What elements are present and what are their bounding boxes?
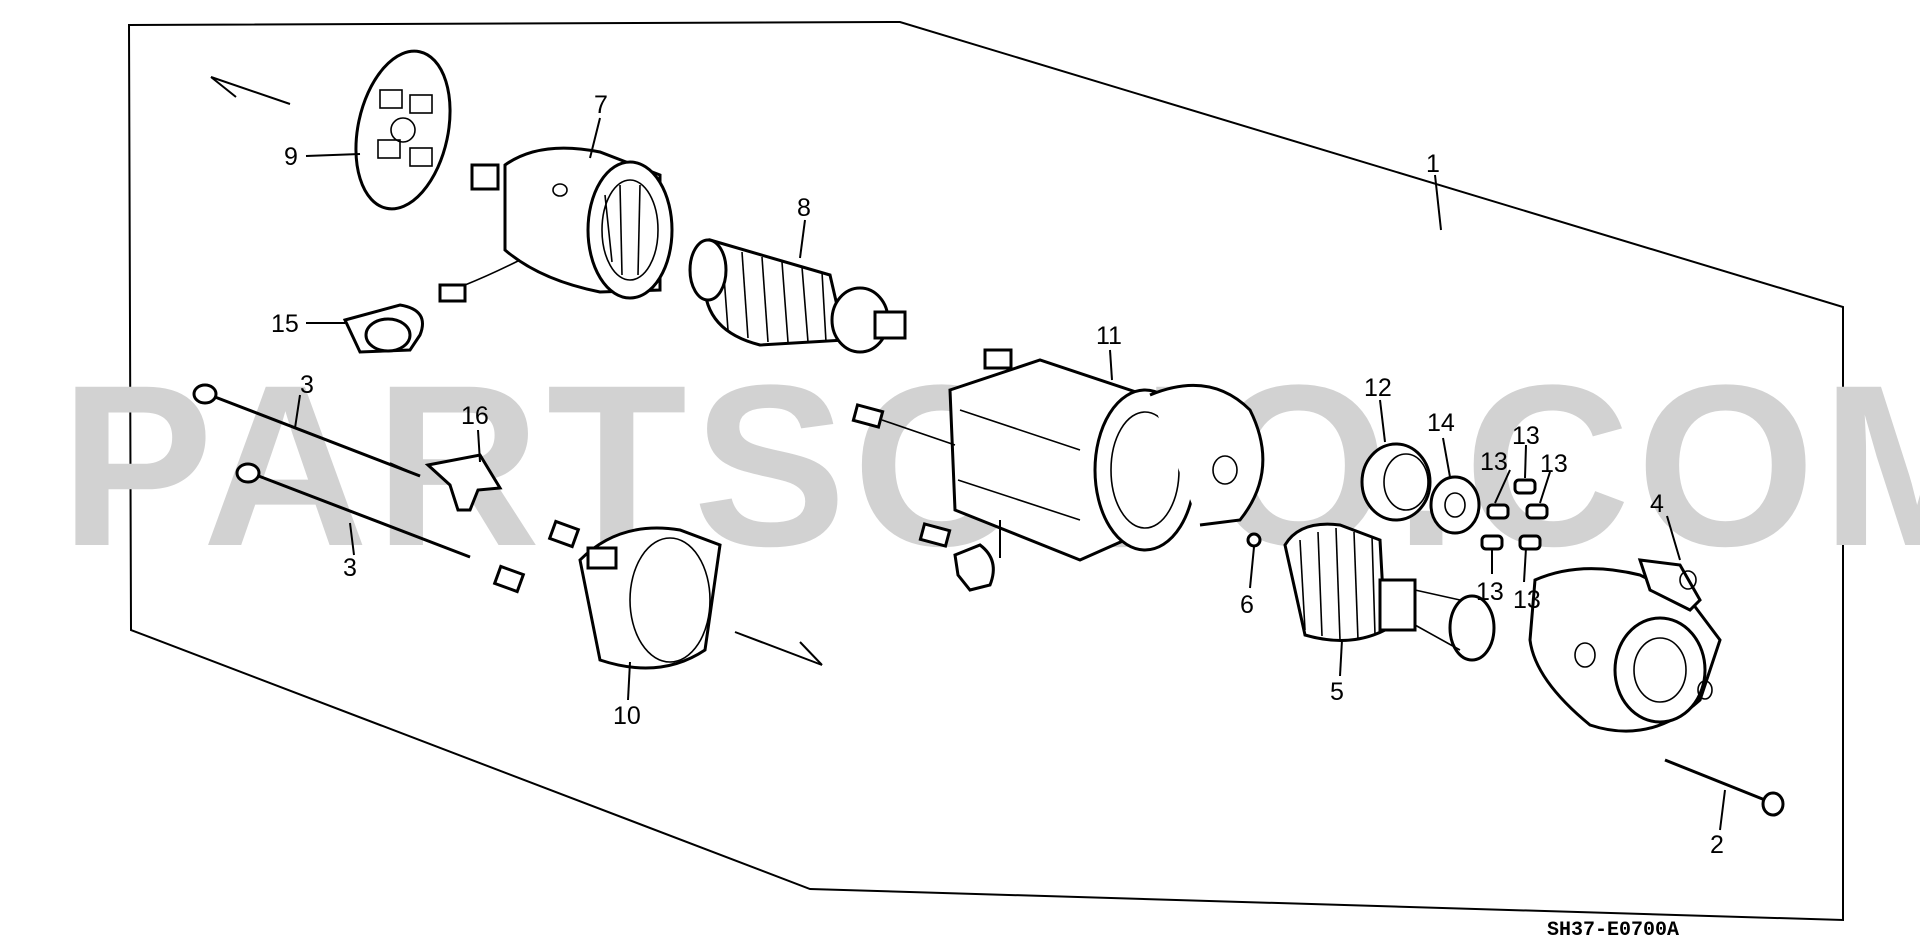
cover-band bbox=[578, 526, 722, 670]
retainer bbox=[1429, 475, 1481, 535]
clip-bracket bbox=[953, 543, 995, 592]
reduction-gear bbox=[1360, 442, 1432, 522]
callout-14: 14 bbox=[1427, 409, 1455, 437]
through-bolt-lower bbox=[235, 462, 471, 559]
callout-15: 15 bbox=[271, 310, 299, 338]
callout-5: 5 bbox=[1330, 678, 1344, 706]
brush-holder-plate bbox=[354, 49, 452, 211]
callout-4: 4 bbox=[1650, 490, 1664, 518]
screw-housing-b bbox=[918, 522, 952, 548]
callout-2: 2 bbox=[1710, 831, 1724, 859]
yoke-housing bbox=[438, 146, 674, 303]
front-housing bbox=[1528, 558, 1722, 733]
screw-left-b bbox=[492, 564, 526, 594]
callout-6: 6 bbox=[1240, 591, 1254, 619]
callout-9: 9 bbox=[284, 143, 298, 171]
direction-arrow-bottom bbox=[734, 631, 823, 666]
callout-13-c: 13 bbox=[1540, 450, 1568, 478]
callout-13-b: 13 bbox=[1512, 422, 1540, 450]
roller-a bbox=[1513, 478, 1537, 495]
callout-13-a: 13 bbox=[1480, 448, 1508, 476]
roller-e bbox=[1518, 534, 1542, 551]
direction-arrow-top bbox=[210, 76, 291, 105]
leader-lines bbox=[294, 117, 1726, 831]
callout-16: 16 bbox=[461, 402, 489, 430]
screw-housing-a bbox=[851, 403, 956, 446]
steel-ball bbox=[1246, 532, 1262, 548]
callout-3-lower: 3 bbox=[343, 554, 357, 582]
roller-d bbox=[1480, 534, 1504, 551]
callout-3-upper: 3 bbox=[300, 371, 314, 399]
callout-labels: 1 7 8 9 15 3 16 3 10 11 12 14 13 13 13 1… bbox=[271, 91, 1724, 859]
overrunning-clutch bbox=[1283, 522, 1496, 662]
callout-7: 7 bbox=[594, 91, 608, 119]
plate-bracket bbox=[424, 453, 503, 512]
through-bolt-upper bbox=[192, 383, 421, 478]
callout-11: 11 bbox=[1096, 322, 1122, 350]
callout-12: 12 bbox=[1364, 374, 1392, 402]
callout-13-e: 13 bbox=[1513, 586, 1541, 614]
roller-c bbox=[1525, 503, 1549, 520]
callout-8: 8 bbox=[797, 194, 811, 222]
callout-13-d: 13 bbox=[1476, 578, 1504, 606]
mounting-bolt bbox=[1664, 758, 1785, 817]
callout-1: 1 bbox=[1426, 150, 1440, 178]
callout-10: 10 bbox=[613, 702, 641, 730]
drawing-code: SH37-E0700A bbox=[1547, 919, 1679, 942]
armature bbox=[688, 238, 907, 354]
assembly-outline bbox=[127, 20, 1844, 922]
roller-b bbox=[1486, 503, 1510, 520]
drive-housing bbox=[948, 348, 1265, 562]
screw-left-a bbox=[547, 519, 581, 549]
bracket-ring bbox=[342, 303, 424, 354]
